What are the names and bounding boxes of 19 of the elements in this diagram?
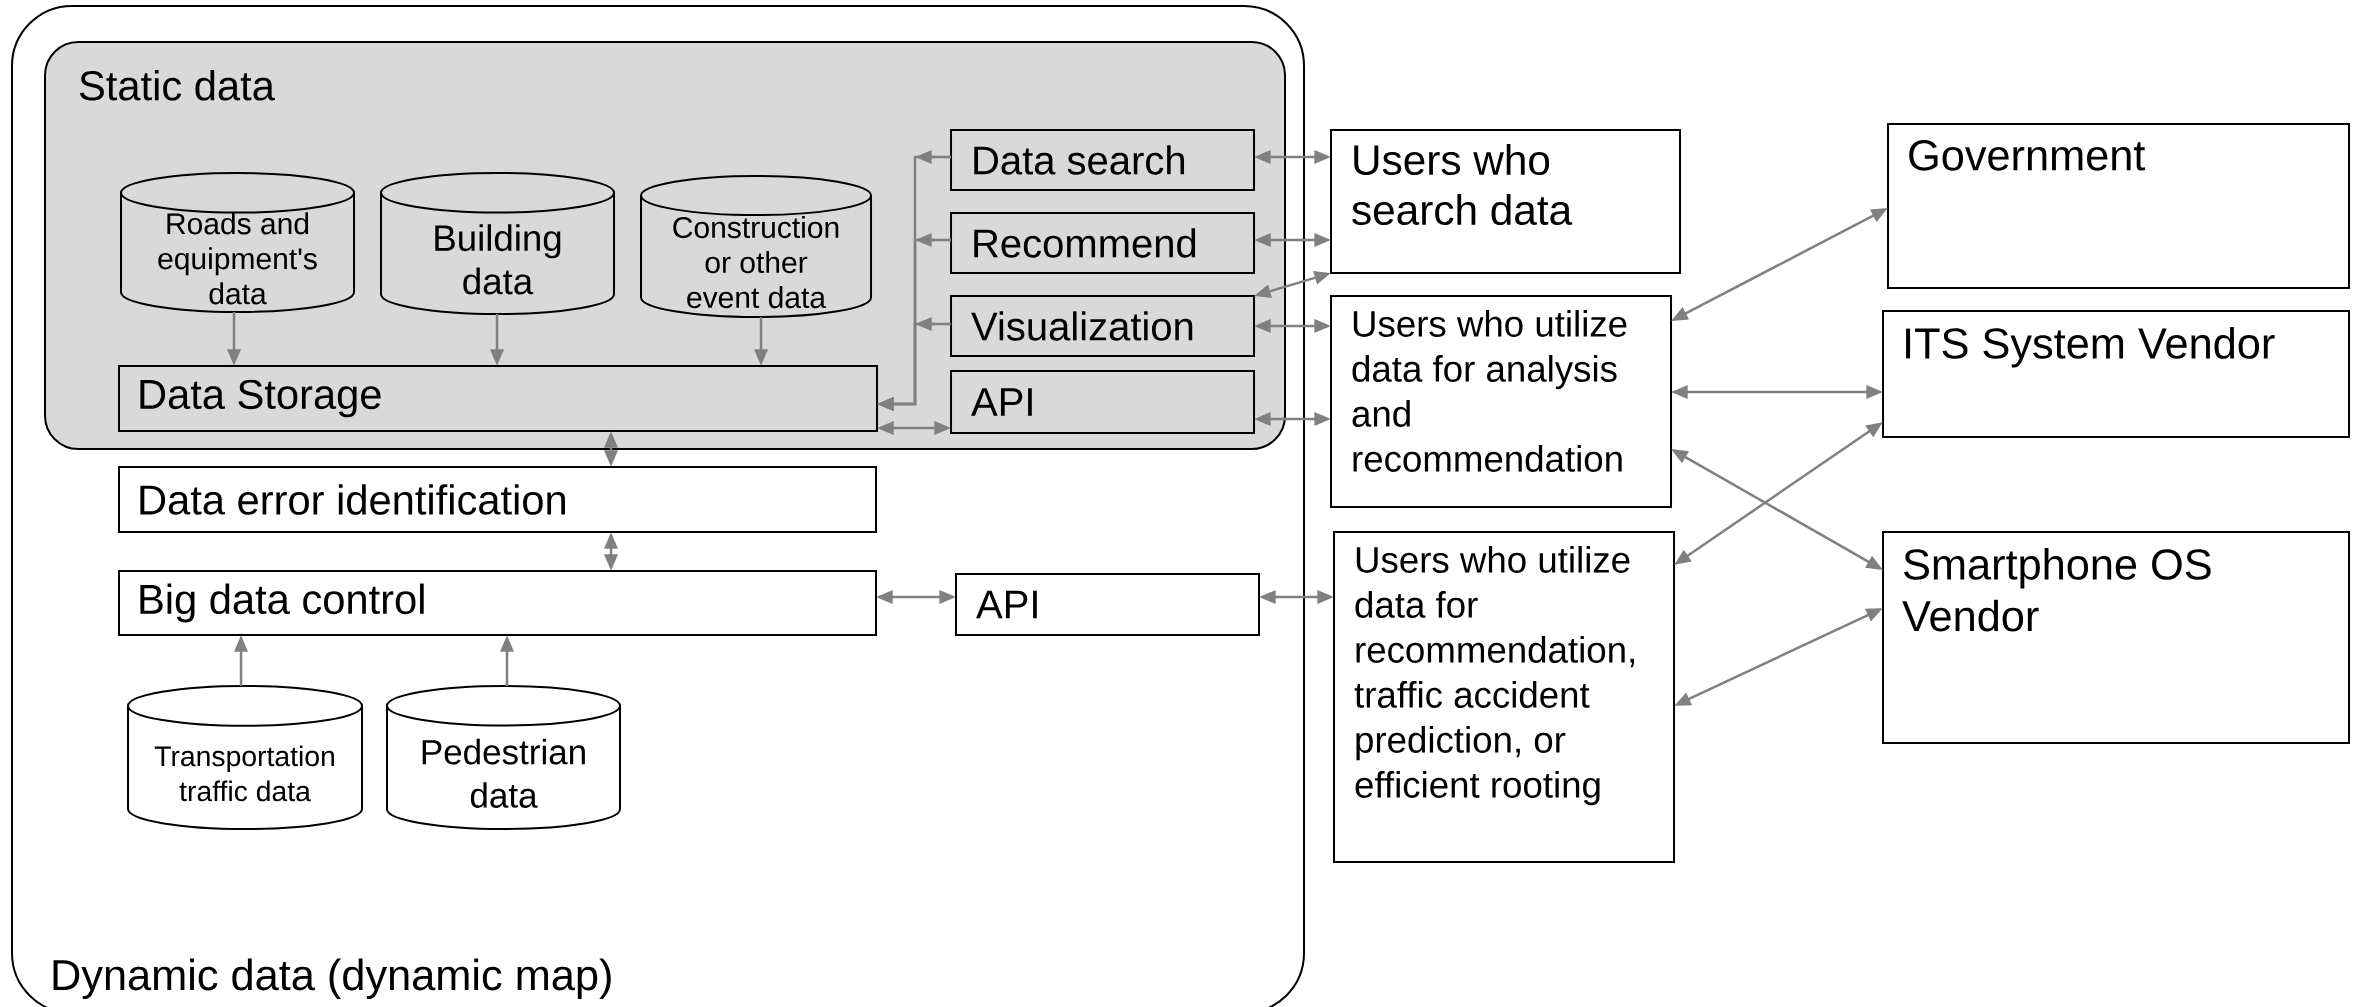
module-box: API: [955, 573, 1260, 636]
user-box: Users who utilize data for recommendation, traffic accident prediction, or efficient rooting: [1333, 531, 1675, 863]
stakeholder-box: Government: [1887, 123, 2350, 289]
user-box: Users who search data: [1330, 129, 1681, 274]
database-cylinder: Building data: [380, 172, 615, 315]
database-cylinder: Pedestrian data: [386, 685, 621, 830]
module-box: Data search: [950, 129, 1255, 191]
user-box: Users who utilize data for analysis and recommendation: [1330, 295, 1672, 508]
database-cylinder: Construction or other event data: [640, 174, 872, 318]
module-box: Data Storage: [118, 365, 878, 432]
module-box: Data error identification: [118, 466, 877, 533]
stakeholder-box: Smartphone OS Vendor: [1882, 531, 2350, 744]
module-box: Visualization: [950, 295, 1255, 357]
module-box: API: [950, 370, 1255, 434]
module-box: Recommend: [950, 212, 1255, 274]
module-box: Big data control: [118, 570, 877, 636]
database-cylinder: Roads and equipment's data: [120, 172, 355, 313]
stakeholder-box: ITS System Vendor: [1882, 310, 2350, 438]
database-cylinder: Transportation traffic data: [127, 685, 363, 830]
